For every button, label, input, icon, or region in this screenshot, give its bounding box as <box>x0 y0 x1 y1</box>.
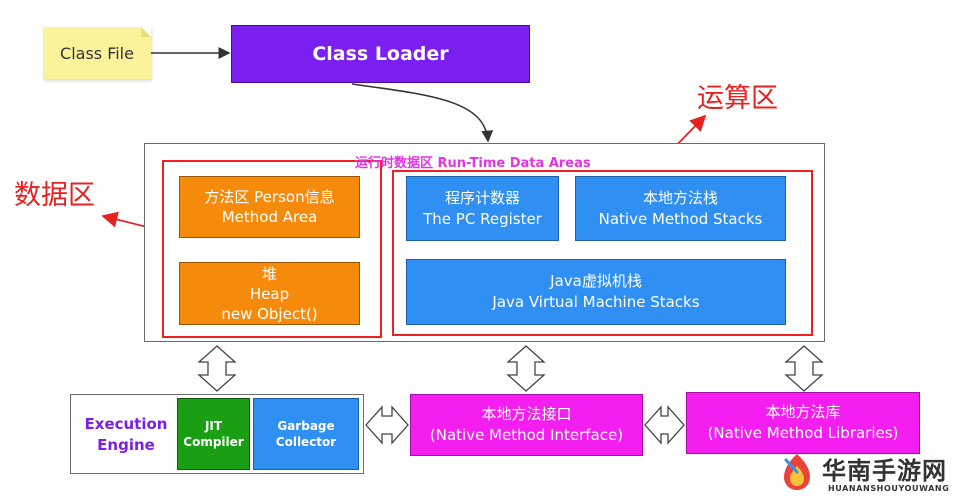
heap-cn: 堆 <box>261 264 277 283</box>
pc-register-en: The PC Register <box>423 209 542 228</box>
watermark-name-en: HUANANSHOUYOUWANG <box>828 484 950 493</box>
heap-example: new Object() <box>221 304 318 323</box>
data-zone-outline <box>162 160 382 338</box>
watermark-name-cn: 华南手游网 <box>822 457 947 485</box>
gc-line1: Garbage <box>277 419 335 433</box>
native-method-interface-box: 本地方法接口 (Native Method Interface) <box>410 394 643 456</box>
double-arrow-vertical-middle <box>506 345 546 392</box>
native-interface-cn: 本地方法接口 <box>481 405 572 423</box>
gc-line2: Collector <box>275 435 337 449</box>
runtime-title: 运行时数据区 Run-Time Data Areas <box>355 156 591 171</box>
native-libraries-en: (Native Method Libraries) <box>707 424 899 442</box>
class-file-label: Class File <box>60 43 134 63</box>
method-area-en: Method Area <box>221 208 318 226</box>
compute-zone-outline <box>392 170 813 336</box>
watermark-logo-icon <box>784 454 810 490</box>
method-area-cn: 方法区 Person信息 <box>204 188 335 206</box>
pc-register-cn: 程序计数器 <box>444 188 520 207</box>
native-stack-en: Native Method Stacks <box>598 209 763 228</box>
data-zone-callout: 数据区 <box>14 180 95 211</box>
jvm-stacks-box: Java虚拟机栈 Java Virtual Machine Stacks <box>406 259 786 325</box>
engine-label-line1: Execution <box>84 415 168 433</box>
native-interface-en: (Native Method Interface) <box>429 426 624 444</box>
vm-stack-en: Java Virtual Machine Stacks <box>492 293 700 311</box>
jit-line1: JIT <box>204 419 223 433</box>
native-method-libraries-box: 本地方法库 (Native Method Libraries) <box>686 392 920 454</box>
double-arrow-vertical-right <box>784 345 824 392</box>
garbage-collector-box: Garbage Collector <box>253 398 359 470</box>
execution-engine-label: Execution Engine <box>80 413 172 457</box>
method-area-box: 方法区 Person信息 Method Area <box>179 176 360 238</box>
double-arrow-vertical-left <box>197 345 237 392</box>
loader-to-runtime-arrow <box>351 83 494 143</box>
native-method-stacks-box: 本地方法栈 Native Method Stacks <box>575 176 786 241</box>
class-file-note: Class File <box>43 27 151 79</box>
class-loader-label: Class Loader <box>312 43 449 65</box>
double-arrow-horizontal-right <box>644 405 685 445</box>
pc-register-box: 程序计数器 The PC Register <box>406 176 559 241</box>
compute-zone-callout: 运算区 <box>697 83 778 114</box>
jit-line2: Compiler <box>183 435 244 449</box>
heap-en: Heap <box>249 284 290 303</box>
jit-compiler-box: JIT Compiler <box>177 398 250 470</box>
heap-box: 堆 Heap new Object() <box>179 262 360 325</box>
double-arrow-horizontal-left <box>365 405 409 445</box>
native-stack-cn: 本地方法栈 <box>642 188 718 207</box>
class-loader-box: Class Loader <box>231 25 530 83</box>
engine-label-line2: Engine <box>97 436 155 454</box>
vm-stack-cn: Java虚拟机栈 <box>550 272 642 290</box>
native-libraries-cn: 本地方法库 <box>765 403 841 421</box>
